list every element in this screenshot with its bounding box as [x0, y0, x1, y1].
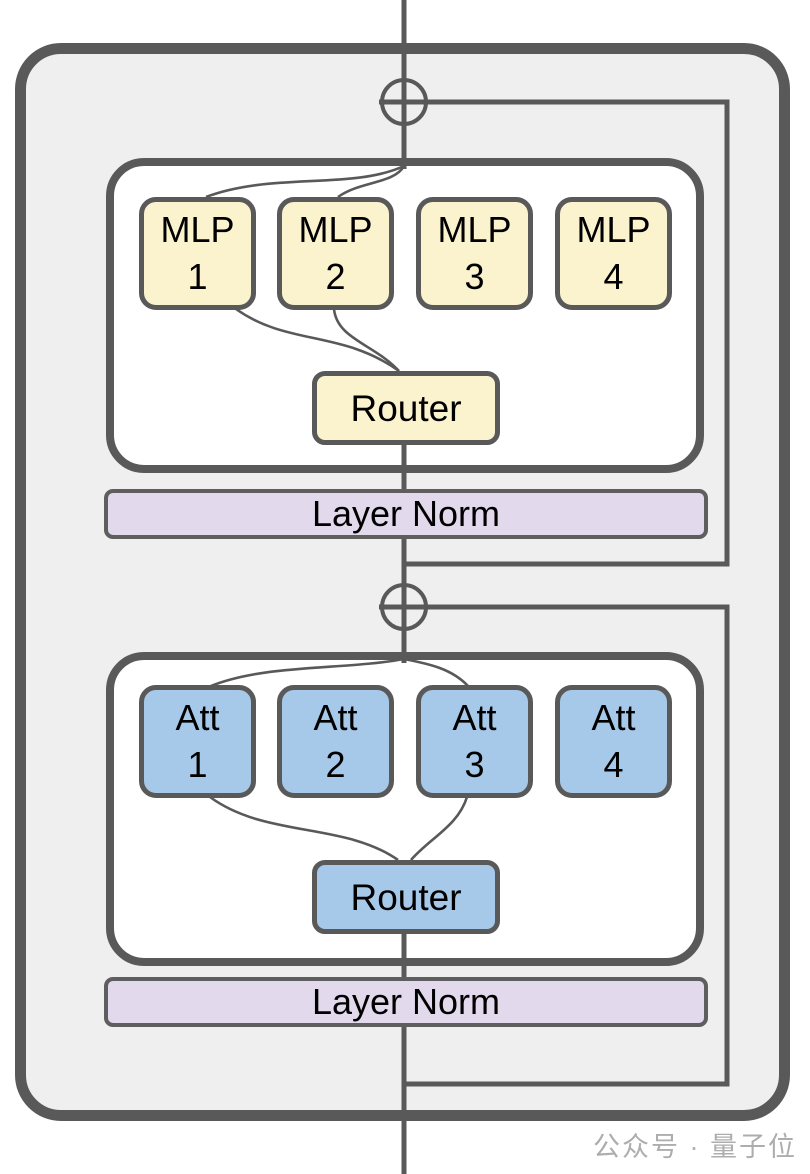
expert-mlp-4-line2: 4: [603, 255, 624, 297]
expert-att-4-line1: Att: [591, 697, 636, 739]
watermark: 公众号 · 量子位: [582, 1122, 795, 1166]
expert-mlp-4-line1: MLP: [576, 209, 651, 251]
expert-mlp-3: MLP 3: [416, 197, 533, 310]
expert-att-4: Att 4: [555, 685, 672, 798]
expert-mlp-3-line2: 3: [464, 255, 485, 297]
expert-att-3-line1: Att: [452, 697, 497, 739]
layer-norm-1-label: Layer Norm: [311, 493, 501, 534]
layer-norm-2-label: Layer Norm: [311, 981, 501, 1022]
router-att: Router: [312, 860, 500, 934]
expert-mlp-1-line2: 1: [187, 255, 208, 297]
expert-mlp-2: MLP 2: [277, 197, 394, 310]
expert-mlp-2-line2: 2: [325, 255, 346, 297]
layer-norm-2: Layer Norm: [104, 977, 708, 1027]
router-att-label: Router: [350, 876, 462, 918]
expert-att-1-line1: Att: [175, 697, 220, 739]
router-mlp-label: Router: [350, 387, 462, 429]
layer-norm-1: Layer Norm: [104, 489, 708, 539]
expert-mlp-3-line1: MLP: [437, 209, 512, 251]
expert-att-2-line1: Att: [313, 697, 358, 739]
expert-mlp-2-line1: MLP: [298, 209, 373, 251]
expert-mlp-4: MLP 4: [555, 197, 672, 310]
expert-att-2-line2: 2: [325, 743, 346, 785]
expert-att-3: Att 3: [416, 685, 533, 798]
expert-att-2: Att 2: [277, 685, 394, 798]
expert-mlp-1-line1: MLP: [160, 209, 235, 251]
expert-mlp-1: MLP 1: [139, 197, 256, 310]
watermark-text: 公众号 · 量子位: [593, 1131, 797, 1162]
router-mlp: Router: [312, 371, 500, 445]
expert-att-3-line2: 3: [464, 743, 485, 785]
expert-att-1: Att 1: [139, 685, 256, 798]
expert-att-1-line2: 1: [187, 743, 208, 785]
expert-att-4-line2: 4: [603, 743, 624, 785]
